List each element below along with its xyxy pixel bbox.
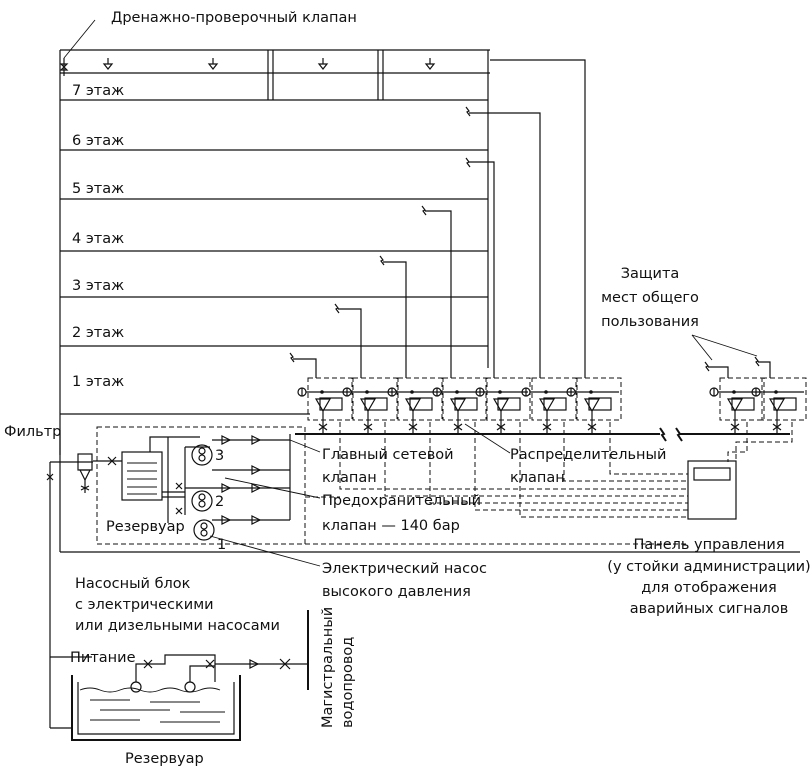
floor-label: 3 этаж bbox=[72, 278, 124, 294]
reservoir-small-label: Резервуар bbox=[106, 519, 185, 535]
control-panel-label-line2: (у стойки администрации) bbox=[607, 559, 810, 575]
relief-valve-symbol bbox=[175, 507, 183, 515]
distribution-valve-label-line1: Распределительный bbox=[510, 447, 666, 463]
pump-number: 3 bbox=[215, 448, 224, 464]
floor-label: 5 этаж bbox=[72, 181, 124, 197]
relief-valve-label-line2: клапан — 140 бар bbox=[322, 518, 460, 534]
pump-3: 3 bbox=[191, 444, 224, 466]
control-panel-label-line4: аварийных сигналов bbox=[630, 601, 789, 617]
electric-pump-label-line1: Электрический насос bbox=[322, 561, 487, 577]
gate-valve-symbol bbox=[279, 658, 291, 670]
filter-assembly: Фильтр bbox=[4, 424, 93, 728]
common-areas-label-line1: Защита bbox=[621, 266, 680, 282]
distribution-valve-label-line2: клапан bbox=[510, 470, 565, 486]
floor-label: 6 этаж bbox=[72, 133, 124, 149]
valve-symbol bbox=[107, 456, 117, 466]
check-valve-symbol bbox=[251, 465, 262, 475]
floor-label: 7 этаж bbox=[72, 83, 124, 99]
floor-labels: 7 этаж 6 этаж 5 этаж 4 этаж 3 этаж 2 эта… bbox=[72, 83, 124, 390]
check-valve-symbol bbox=[251, 435, 262, 445]
distribution-valve-module bbox=[297, 377, 353, 434]
sprinkler-head bbox=[424, 58, 436, 70]
pump-2: 2 bbox=[191, 490, 224, 512]
check-valve-symbol bbox=[221, 483, 232, 493]
floor-label: 2 этаж bbox=[72, 325, 124, 341]
control-panel-label-line1: Панель управления bbox=[633, 537, 784, 553]
floor-label: 4 этаж bbox=[72, 231, 124, 247]
electric-pump-label-line2: высокого давления bbox=[322, 584, 471, 600]
check-valve-symbol bbox=[221, 515, 232, 525]
relief-valve-label-line1: Предохранительный bbox=[322, 493, 481, 509]
sprinkler-head bbox=[317, 58, 329, 70]
water-main-label-line2: водопровод bbox=[340, 637, 356, 728]
relief-valve-symbol bbox=[143, 659, 153, 669]
check-valve-symbol bbox=[249, 659, 260, 669]
common-areas-label-line2: мест общего bbox=[601, 290, 699, 306]
pump-room: 3 2 1 Резервуар bbox=[93, 426, 306, 553]
pump-unit-label-line3: или дизельными насосами bbox=[75, 618, 280, 634]
check-valve-symbol bbox=[221, 435, 232, 445]
control-cables bbox=[305, 422, 793, 545]
pump-unit-label-line2: с электрическими bbox=[75, 597, 214, 613]
pump-number: 1 bbox=[217, 537, 226, 553]
pump-unit bbox=[50, 610, 309, 741]
control-panel bbox=[687, 460, 737, 520]
supply-label: Питание bbox=[70, 650, 136, 666]
sprinkler-head bbox=[207, 58, 219, 70]
text-labels: Дренажно-проверочный клапан Главный сете… bbox=[70, 10, 811, 767]
pump-1: 1 bbox=[193, 519, 226, 553]
check-valve-symbol bbox=[251, 515, 262, 525]
check-valve-symbol bbox=[251, 483, 262, 493]
distribution-valve-module bbox=[566, 377, 622, 434]
distribution-valves bbox=[297, 377, 807, 434]
sprinkler-heads-7th-floor bbox=[59, 58, 436, 76]
distribution-valve-module bbox=[521, 377, 577, 434]
building-outline bbox=[59, 49, 800, 553]
pump-unit-label-line1: Насосный блок bbox=[75, 576, 191, 592]
distribution-valve-module bbox=[709, 377, 765, 434]
main-valve-label-line2: клапан bbox=[322, 470, 377, 486]
reservoir-main-label: Резервуар bbox=[125, 751, 204, 767]
distribution-valve-module bbox=[751, 377, 807, 434]
filter-label: Фильтр bbox=[4, 424, 61, 440]
control-panel-label-line3: для отображения bbox=[641, 580, 776, 596]
water-main-label-line1: Магистральный bbox=[320, 607, 336, 728]
sprinkler-head bbox=[102, 58, 114, 70]
pump-number: 2 bbox=[215, 494, 224, 510]
distribution-valve-module bbox=[432, 377, 488, 434]
floor-label: 1 этаж bbox=[72, 374, 124, 390]
main-header-pipe bbox=[295, 427, 790, 442]
common-areas-label-line3: пользования bbox=[601, 314, 699, 330]
drain-valve-label: Дренажно-проверочный клапан bbox=[111, 10, 357, 26]
relief-valve-symbol bbox=[205, 659, 215, 669]
riser-pipes bbox=[289, 59, 771, 378]
distribution-valve-module bbox=[475, 377, 531, 434]
leader-lines bbox=[63, 19, 758, 567]
distribution-valve-module bbox=[387, 377, 443, 434]
relief-valve-symbol bbox=[175, 482, 183, 490]
distribution-valve-module bbox=[342, 377, 398, 434]
main-valve-label-line1: Главный сетевой bbox=[322, 447, 454, 463]
drain-check-valve-symbol bbox=[59, 58, 69, 76]
